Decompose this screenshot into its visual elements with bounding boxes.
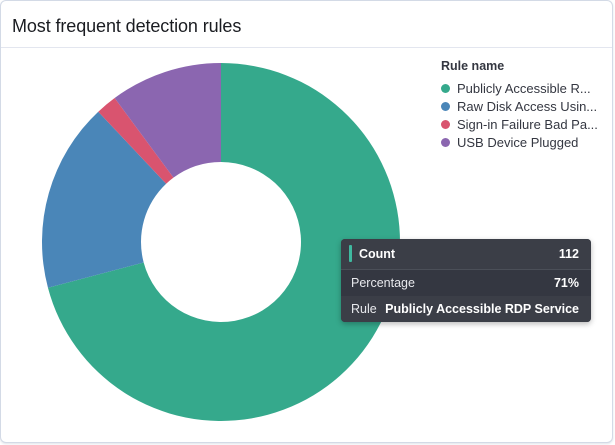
tooltip-row-value: 71% — [553, 276, 579, 290]
tooltip-header-label: Count — [359, 247, 396, 261]
legend-item-label: Publicly Accessible R... — [457, 80, 591, 96]
donut-slice[interactable] — [98, 98, 174, 184]
panel-header: Most frequent detection rules — [1, 1, 612, 48]
chart-legend: Rule name Publicly Accessible R... Raw D… — [441, 59, 611, 151]
legend-item-label: Raw Disk Access Usin... — [457, 98, 598, 114]
page-title: Most frequent detection rules — [12, 16, 242, 36]
tooltip-header: Count 112 — [341, 239, 591, 270]
donut-slice[interactable] — [47, 63, 400, 421]
legend-swatch-icon — [441, 137, 450, 147]
legend-swatch-icon — [441, 119, 450, 129]
donut-slice[interactable] — [42, 111, 167, 288]
donut-slice[interactable] — [114, 63, 221, 178]
tooltip-row-key: Rule — [351, 302, 377, 316]
legend-swatch-icon — [441, 101, 450, 111]
legend-item-publicly-accessible-rdp[interactable]: Publicly Accessible R... — [441, 79, 611, 97]
tooltip-row-key: Percentage — [351, 276, 415, 290]
chart-tooltip: Count 112 Percentage 71% Rule Publicly A… — [341, 239, 591, 322]
legend-item-label: Sign-in Failure Bad Pa... — [457, 116, 598, 132]
tooltip-row-rule: Rule Publicly Accessible RDP Service — [341, 296, 591, 322]
legend-swatch-icon — [441, 83, 450, 93]
tooltip-row-percentage: Percentage 71% — [341, 270, 591, 296]
legend-title: Rule name — [441, 59, 505, 73]
tooltip-row-value: Publicly Accessible RDP Service — [385, 302, 579, 316]
donut-chart[interactable] — [1, 49, 441, 443]
tooltip-header-value: 112 — [558, 247, 579, 261]
donut-chart-svg[interactable] — [1, 49, 441, 443]
legend-item-usb-device-plugged[interactable]: USB Device Plugged — [441, 133, 611, 151]
legend-item-raw-disk-access[interactable]: Raw Disk Access Usin... — [441, 97, 611, 115]
legend-item-sign-in-failure[interactable]: Sign-in Failure Bad Pa... — [441, 115, 611, 133]
tooltip-accent-bar — [349, 245, 352, 262]
chart-body: Rule name Publicly Accessible R... Raw D… — [1, 49, 612, 442]
legend-item-label: USB Device Plugged — [457, 134, 579, 150]
